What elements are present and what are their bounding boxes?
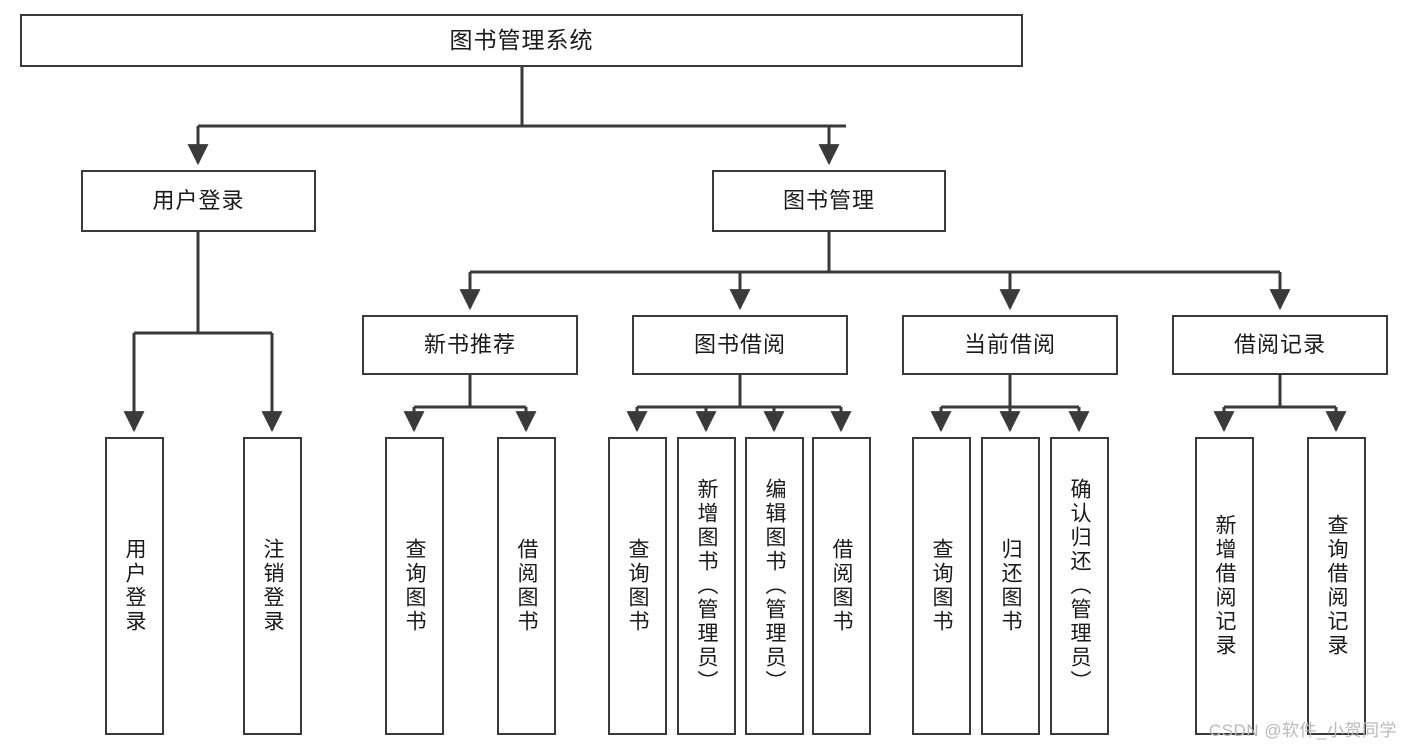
leaf-new-book-2[interactable]: 借阅图书 [497,437,556,735]
leaf-user-login-2[interactable]: 注销登录 [243,437,302,735]
node-book-borrow[interactable]: 图书借阅 [632,315,848,375]
leaf-book-borrow-4[interactable]: 借阅图书 [812,437,871,735]
leaf-user-login-1-label: 用户登录 [123,538,146,634]
leaf-current-borrow-1-label: 查询图书 [930,538,953,634]
node-book-manage[interactable]: 图书管理 [712,170,946,232]
leaf-current-borrow-1[interactable]: 查询图书 [912,437,971,735]
leaf-current-borrow-2[interactable]: 归还图书 [981,437,1040,735]
leaf-borrow-record-1-label: 新增借阅记录 [1213,514,1236,658]
leaf-book-borrow-2[interactable]: 新增图书（管理员） [677,437,736,735]
leaf-user-login-2-label: 注销登录 [261,538,284,634]
leaf-new-book-1-label: 查询图书 [403,538,426,634]
node-borrow-record-label: 借阅记录 [1233,331,1326,357]
node-user-login-label: 用户登录 [152,187,245,213]
node-book-borrow-label: 图书借阅 [693,331,786,357]
leaf-user-login-1[interactable]: 用户登录 [105,437,164,735]
leaf-book-borrow-4-label: 借阅图书 [830,538,853,634]
leaf-current-borrow-3[interactable]: 确认归还（管理员） [1050,437,1109,735]
node-new-book-recommend-label: 新书推荐 [423,331,516,357]
watermark-text: CSDN @软件_小贺同学 [1208,721,1397,740]
leaf-borrow-record-1[interactable]: 新增借阅记录 [1195,437,1254,735]
node-new-book-recommend[interactable]: 新书推荐 [362,315,578,375]
node-root-label: 图书管理系统 [449,26,594,53]
leaf-book-borrow-3-label: 编辑图书（管理员） [763,478,786,694]
leaf-book-borrow-2-label: 新增图书（管理员） [695,478,718,694]
leaf-borrow-record-2[interactable]: 查询借阅记录 [1307,437,1366,735]
leaf-book-borrow-3[interactable]: 编辑图书（管理员） [745,437,804,735]
node-book-manage-label: 图书管理 [782,187,875,213]
leaf-new-book-2-label: 借阅图书 [515,538,538,634]
node-borrow-record[interactable]: 借阅记录 [1172,315,1388,375]
leaf-new-book-1[interactable]: 查询图书 [385,437,444,735]
leaf-book-borrow-1[interactable]: 查询图书 [608,437,667,735]
node-root[interactable]: 图书管理系统 [20,14,1023,67]
leaf-current-borrow-2-label: 归还图书 [999,538,1022,634]
node-user-login[interactable]: 用户登录 [81,170,316,232]
node-current-borrow[interactable]: 当前借阅 [902,315,1118,375]
node-current-borrow-label: 当前借阅 [963,331,1056,357]
leaf-borrow-record-2-label: 查询借阅记录 [1325,514,1348,658]
leaf-current-borrow-3-label: 确认归还（管理员） [1068,478,1091,694]
leaf-book-borrow-1-label: 查询图书 [626,538,649,634]
